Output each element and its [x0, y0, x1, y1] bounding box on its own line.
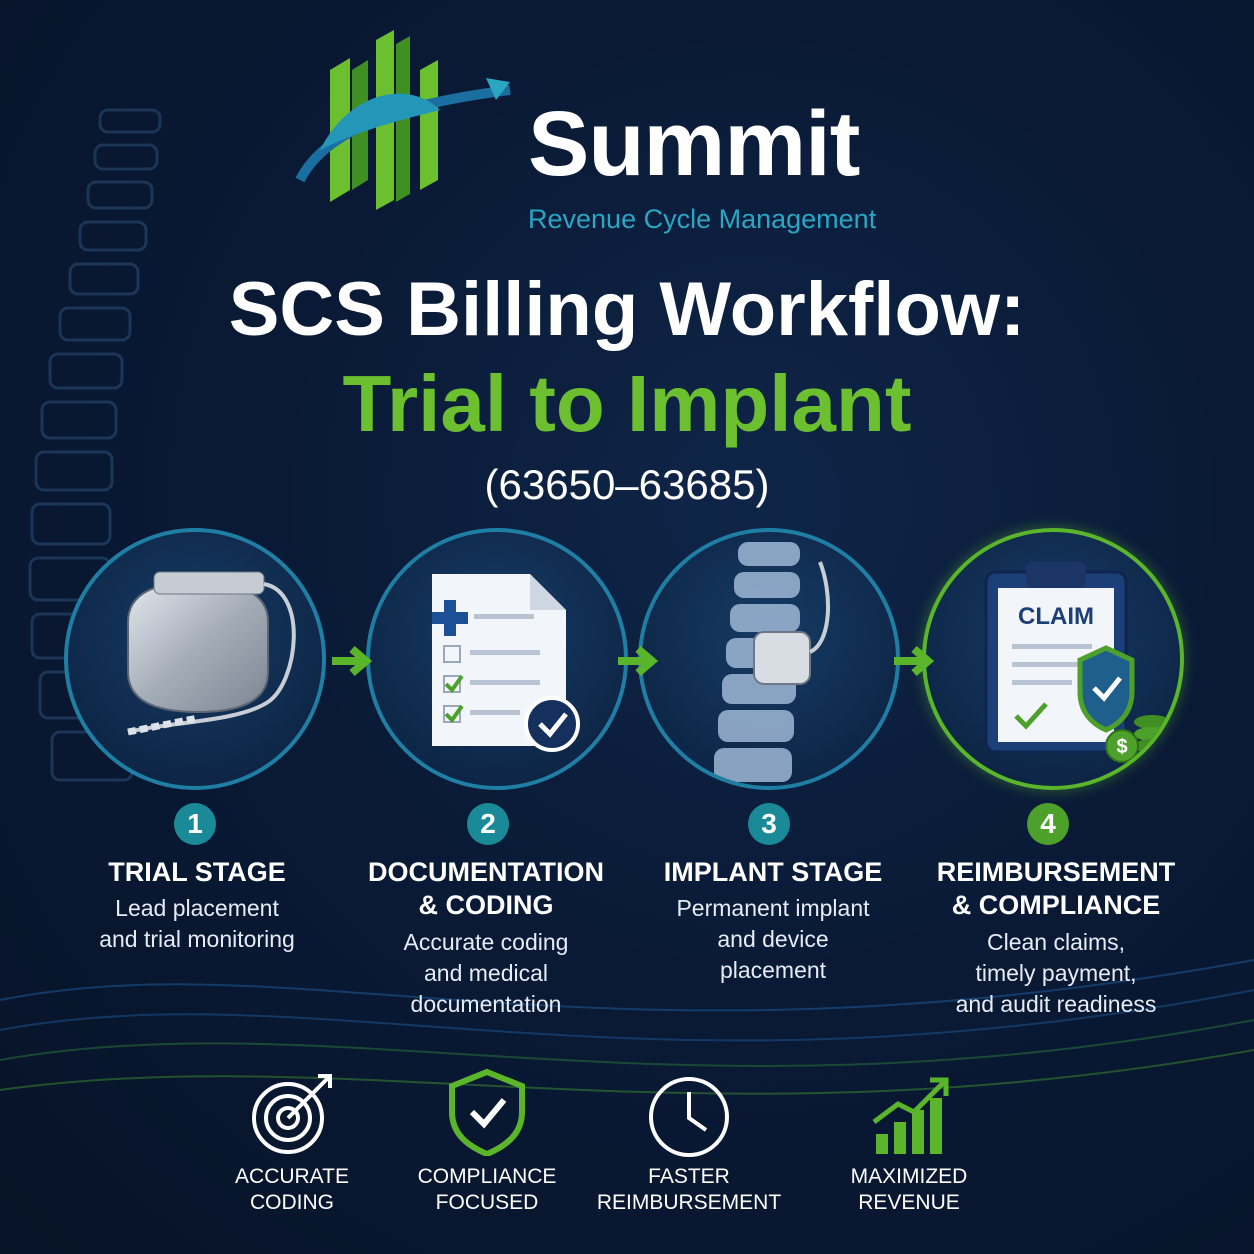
page-title: SCS Billing Workflow: [228, 267, 1026, 352]
step-1-image [64, 528, 326, 790]
step-2-number: 2 [467, 803, 509, 845]
clock-icon [649, 1077, 729, 1157]
wave-background-graphic [0, 959, 1254, 1095]
flow-arrow-icon [332, 645, 373, 677]
page-subtitle: Trial to Implant [342, 359, 912, 448]
claim-label: CLAIM [1018, 603, 1094, 630]
cpt-code-range: (63650–63685) [484, 461, 770, 508]
brand-name: Summit [528, 93, 860, 195]
growth-chart-icon [872, 1077, 949, 1154]
step-4-number: 4 [1027, 803, 1069, 845]
flow-arrow-icon [618, 645, 659, 677]
stimulator-device-icon [127, 571, 296, 736]
step-1-number: 1 [174, 803, 216, 845]
step-4-title: REIMBURSEMENT& COMPLIANCE [936, 857, 1176, 920]
spine-implant-icon [714, 542, 830, 782]
svg-text:$: $ [1116, 736, 1127, 758]
flow-arrow-icon [894, 645, 935, 677]
shield-check-icon [449, 1068, 525, 1156]
claim-clipboard-icon: CLAIM $ [984, 562, 1170, 763]
step-3-number: 3 [748, 803, 790, 845]
step-2-title: DOCUMENTATION& CODING [368, 857, 604, 920]
document-checklist-icon [432, 574, 580, 752]
step-4-image: CLAIM $ [922, 528, 1184, 790]
summit-logo-icon [295, 30, 511, 210]
step-2-image [366, 528, 628, 790]
step-3-image [638, 528, 900, 790]
brand-logo: Summit Revenue Cycle Management [290, 30, 930, 234]
target-icon [252, 1074, 332, 1154]
brand-tagline: Revenue Cycle Management [528, 204, 877, 234]
step-4-description: Clean claims,timely payment,and audit re… [955, 929, 1157, 1017]
step-3-title: IMPLANT STAGE [663, 857, 883, 887]
step-1-title: TRIAL STAGE [108, 857, 286, 887]
